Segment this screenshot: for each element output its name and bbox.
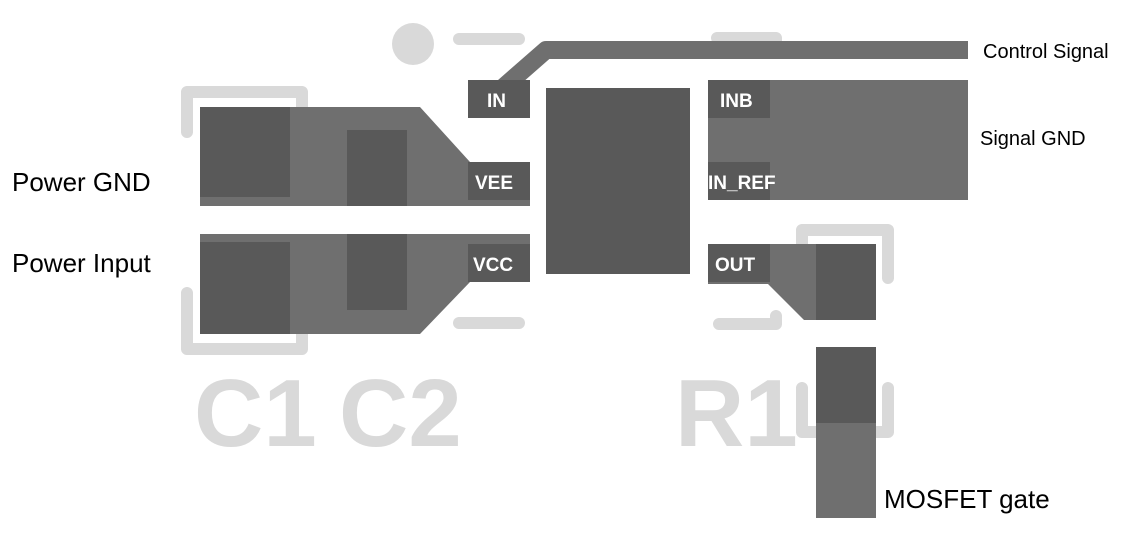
- designator-c2: C2: [339, 360, 462, 467]
- pin-label-inb: INB: [720, 91, 753, 112]
- pin-label-out: OUT: [715, 255, 756, 276]
- label-power-gnd: Power GND: [12, 167, 151, 197]
- ic-pin-out-pad: [708, 244, 770, 282]
- r1-pad-bottom: [816, 347, 876, 423]
- label-control-signal: Control Signal: [983, 41, 1109, 63]
- pin-label-vee: VEE: [475, 173, 513, 194]
- label-signal-gnd: Signal GND: [980, 128, 1086, 150]
- pin-label-vcc: VCC: [473, 255, 513, 276]
- c1-pad-bottom: [200, 242, 290, 334]
- ic-pin-inb-pad: [708, 80, 770, 118]
- ic-pin-vee-pad: [468, 162, 530, 200]
- pin-label-in: IN: [487, 91, 506, 112]
- control-signal-trace: [492, 41, 968, 99]
- label-mosfet-gate: MOSFET gate: [884, 484, 1050, 514]
- pin-label-in-ref: IN_REF: [708, 173, 776, 194]
- ic-pin-in-ref-pad: [708, 162, 770, 200]
- c2-pad-bottom: [347, 234, 407, 310]
- ic-exposed-pad: [546, 88, 690, 274]
- c2-pad-top: [347, 130, 407, 206]
- designator-r1: R1: [675, 360, 798, 467]
- r1-pad-top: [816, 244, 876, 320]
- ic-pin-vcc-pad: [468, 244, 530, 282]
- mosfet-gate-trace: [816, 418, 876, 518]
- ic-pin-in-pad: [468, 80, 530, 118]
- ic-silk-bottom-right: [713, 310, 782, 330]
- pin1-marker-dot: [392, 23, 434, 65]
- label-power-input: Power Input: [12, 248, 152, 278]
- c1-pad-top: [200, 107, 290, 197]
- designator-c1: C1: [194, 360, 317, 467]
